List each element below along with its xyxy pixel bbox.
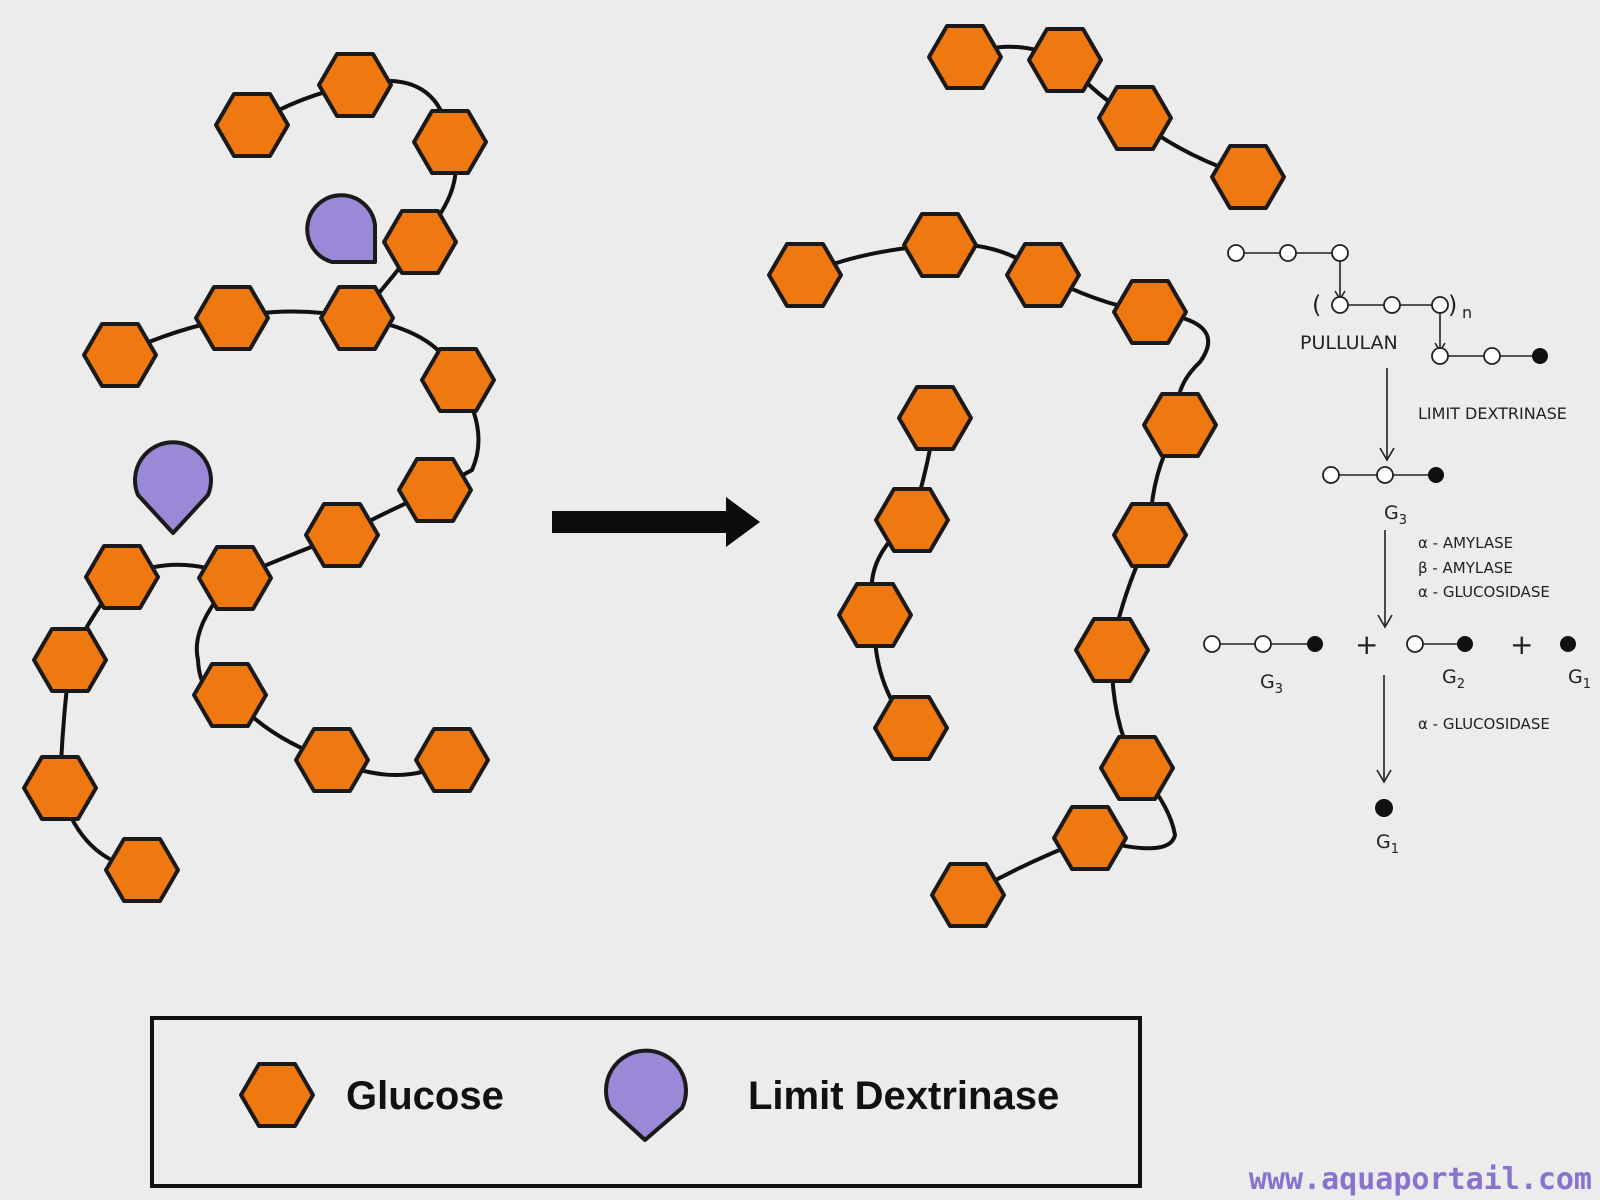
glucose-unit: [214, 92, 290, 158]
glucose-unit: [420, 347, 496, 413]
branched-polymer: [22, 52, 496, 903]
enzyme-limit-dextrinase: LIMIT DEXTRINASE: [1418, 404, 1567, 423]
glucose-unit: [1112, 502, 1188, 568]
product-g3-label: G3: [1260, 671, 1283, 697]
open-glucose-residue: [1331, 296, 1349, 314]
chain-bonds: [803, 44, 1250, 897]
glucose-unit: [1074, 617, 1150, 683]
glucose-unit: [194, 285, 270, 351]
reducing-end-residue: [1457, 636, 1473, 652]
enzyme-alpha-amylase: α - AMYLASE: [1418, 534, 1513, 552]
close-paren: ): [1448, 291, 1457, 319]
open-glucose-residue: [1227, 244, 1245, 262]
glucose-unit: [927, 24, 1003, 90]
reducing-end-residue: [1428, 467, 1444, 483]
glucose-unit: [22, 755, 98, 821]
product-g2-label: G2: [1442, 666, 1465, 692]
glucose-residue: [1375, 799, 1393, 817]
glucose-unit: [192, 662, 268, 728]
glucose-unit: [1027, 27, 1103, 93]
debranched-chains: [767, 24, 1286, 928]
open-glucose-residue: [1406, 635, 1424, 653]
glucose-unit: [294, 727, 370, 793]
open-glucose-residue: [1383, 296, 1401, 314]
glucose-unit: [1099, 735, 1175, 801]
glucose-unit: [837, 582, 913, 648]
glucose-legend-icon: [239, 1062, 315, 1128]
glucose-unit: [197, 545, 273, 611]
pullulan-label: PULLULAN: [1300, 332, 1398, 354]
glucose-unit: [767, 242, 843, 308]
glucose-unit: [902, 212, 978, 278]
glucose-unit: [84, 544, 160, 610]
glucose-unit: [1052, 805, 1128, 871]
glucose-unit: [897, 385, 973, 451]
reducing-end-residue: [1307, 636, 1323, 652]
final-g1-label: G1: [1376, 831, 1399, 857]
enzyme-beta-amylase: β - AMYLASE: [1418, 559, 1513, 577]
open-glucose-residue: [1431, 296, 1449, 314]
glucose-unit: [1005, 242, 1081, 308]
enzyme-alpha-glucosidase-final: α - GLUCOSIDASE: [1418, 715, 1550, 733]
repeat-subscript: n: [1462, 303, 1472, 322]
glucose-unit: [104, 837, 180, 903]
open-glucose-residue: [1254, 635, 1272, 653]
legend: Glucose Limit Dextrinase: [150, 1016, 1142, 1188]
glucose-unit: [382, 209, 458, 275]
enzyme-alpha-glucosidase: α - GLUCOSIDASE: [1418, 583, 1550, 601]
pullulan-scheme: ( ) n PULLULAN LIMIT DEXTRINASE G3 α - A…: [1203, 244, 1591, 857]
plus-sign: +: [1510, 628, 1533, 661]
glucose-unit: [873, 695, 949, 761]
product-g1-label: G1: [1568, 666, 1591, 692]
legend-enzyme-label: Limit Dextrinase: [748, 1074, 1059, 1118]
limit-dextrinase-legend-icon: [604, 1048, 688, 1142]
watermark: www.aquaportail.com: [1249, 1162, 1592, 1197]
glucose-unit: [32, 627, 108, 693]
glucose-unit: [319, 285, 395, 351]
glucose-unit: [412, 109, 488, 175]
glucose-unit: [930, 862, 1006, 928]
limit-dextrinase-enzyme: [305, 193, 377, 264]
glucose-unit: [1210, 144, 1286, 210]
glucose-unit: [1097, 85, 1173, 151]
open-glucose-residue: [1322, 466, 1340, 484]
g3-label: G3: [1384, 502, 1407, 528]
reducing-end-residue: [1532, 348, 1548, 364]
glucose-unit: [317, 52, 393, 118]
glucose-unit: [397, 457, 473, 523]
reaction-arrow: [552, 497, 760, 547]
open-glucose-residue: [1279, 244, 1297, 262]
legend-glucose-label: Glucose: [346, 1074, 504, 1118]
glucose-unit: [414, 727, 490, 793]
glucose-unit: [1142, 392, 1218, 458]
glucose-unit: [82, 322, 158, 388]
open-glucose-residue: [1331, 244, 1349, 262]
plus-sign: +: [1355, 628, 1378, 661]
open-glucose-residue: [1376, 466, 1394, 484]
glucose-residue: [1560, 636, 1576, 652]
open-glucose-residue: [1483, 347, 1501, 365]
limit-dextrinase-enzyme: [133, 440, 213, 535]
glucose-unit: [304, 502, 380, 568]
open-glucose-residue: [1203, 635, 1221, 653]
open-glucose-residue: [1431, 347, 1449, 365]
open-paren: (: [1312, 291, 1321, 319]
glucose-unit: [874, 487, 950, 553]
glucose-unit: [1112, 279, 1188, 345]
